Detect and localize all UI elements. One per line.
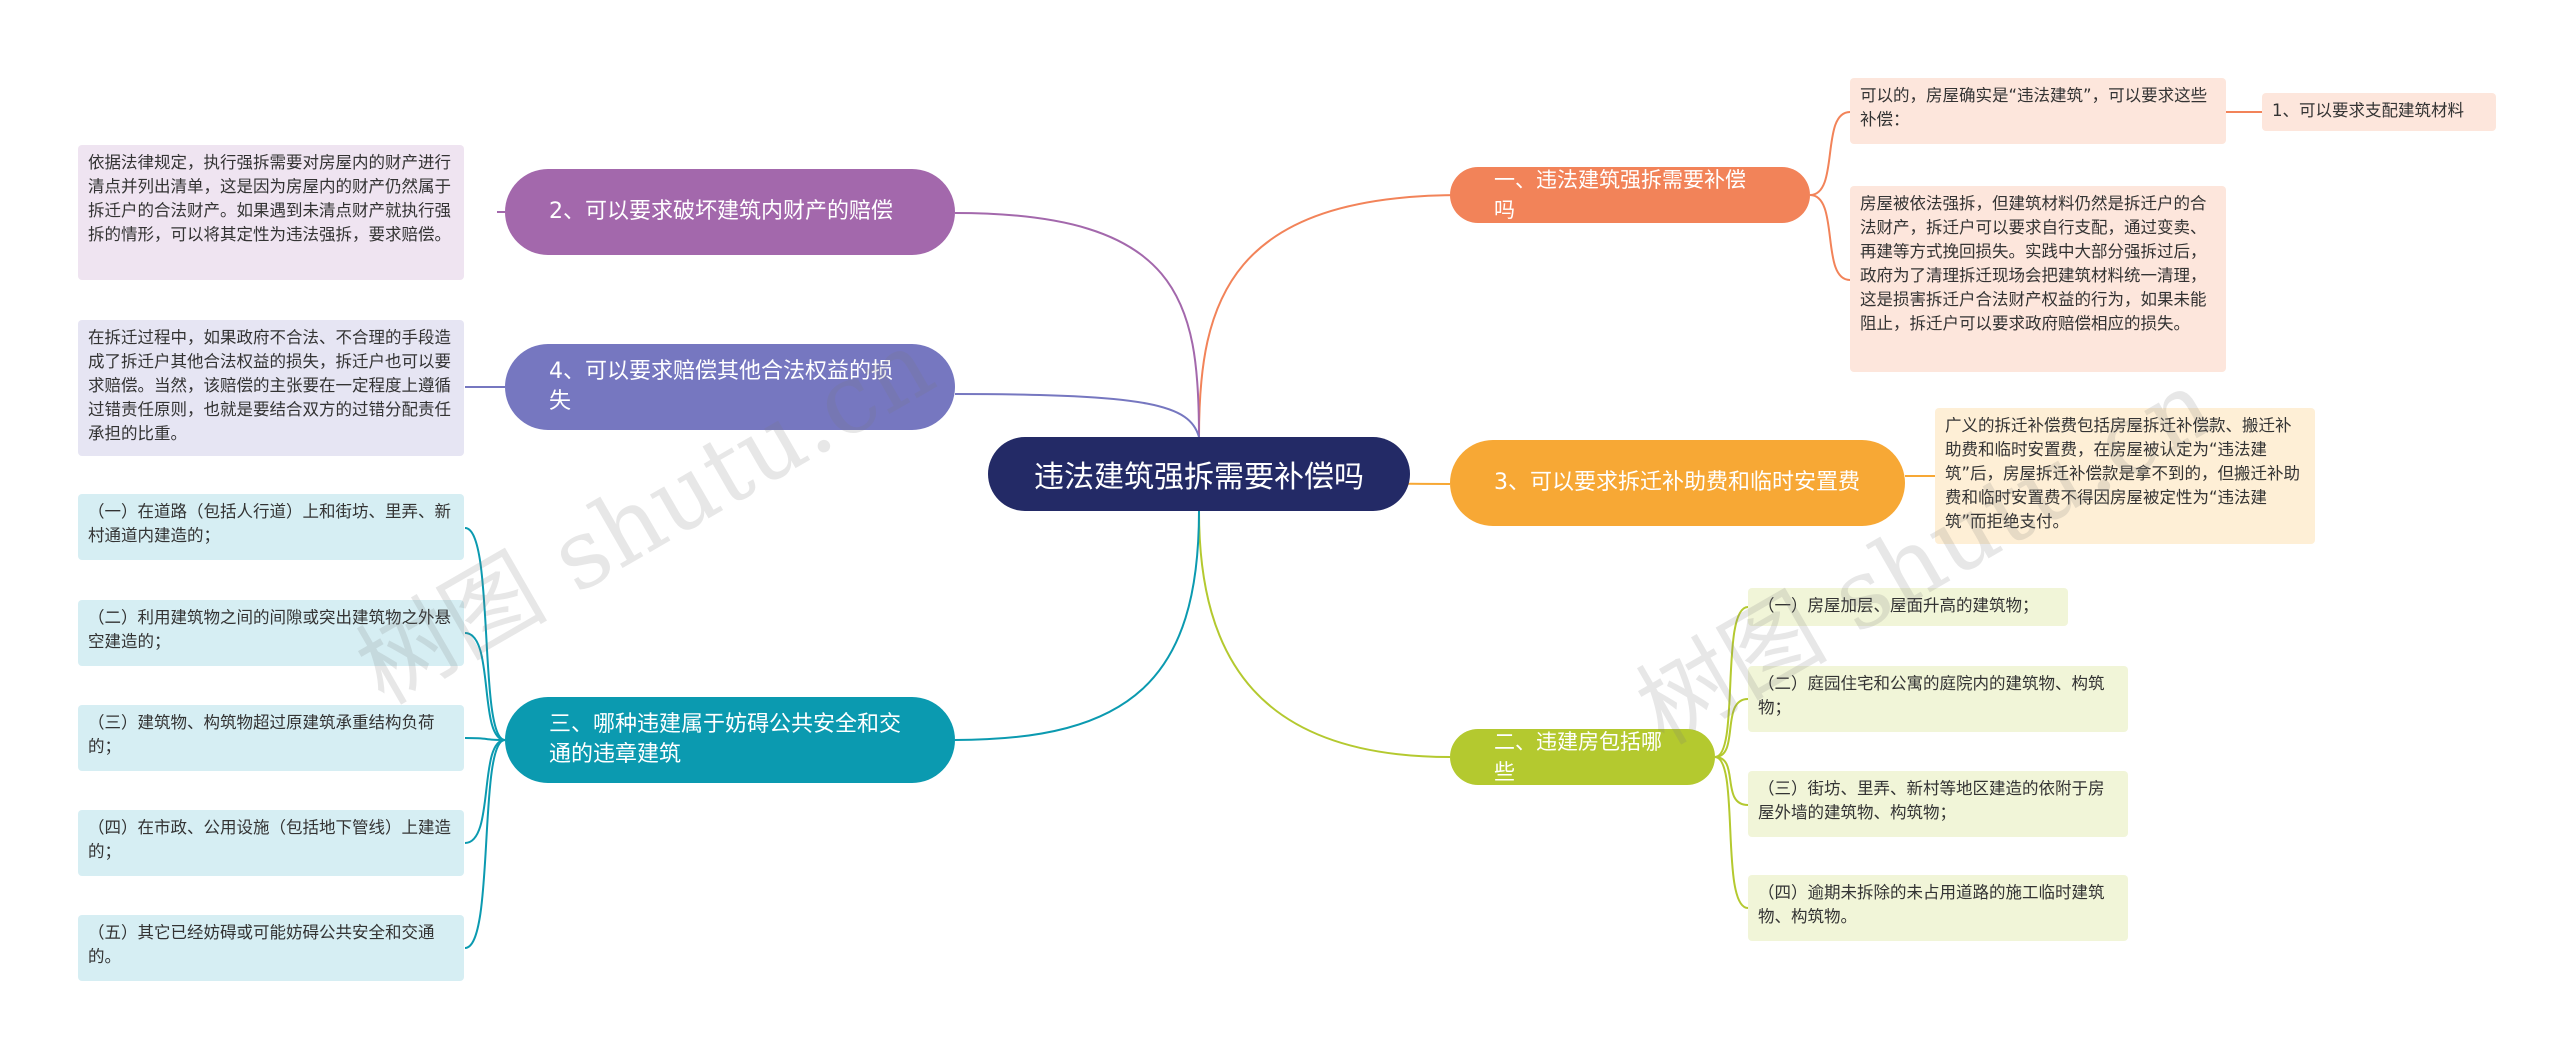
branch-illegal-building-types[interactable]: 二、违建房包括哪些	[1450, 729, 1715, 785]
list-item[interactable]: （四）逾期未拆除的未占用道路的施工临时建筑物、构筑物。	[1748, 875, 2128, 941]
branch-public-safety-buildings[interactable]: 三、哪种违建属于妨碍公共安全和交通的违章建筑	[505, 697, 955, 783]
leaf-property-inventory[interactable]: 依据法律规定，执行强拆需要对房屋内的财产进行清点并列出清单，这是因为房屋内的财产…	[78, 145, 464, 280]
list-item[interactable]: （四）在市政、公用设施（包括地下管线）上建造的；	[78, 810, 464, 876]
leaf-materials-detail[interactable]: 房屋被依法强拆，但建筑材料仍然是拆迁户的合法财产，拆迁户可以要求自行支配，通过变…	[1850, 186, 2226, 372]
branch-property-damage[interactable]: 2、可以要求破坏建筑内财产的赔偿	[505, 169, 955, 255]
list-item[interactable]: （三）街坊、里弄、新村等地区建造的依附于房屋外墙的建筑物、构筑物；	[1748, 771, 2128, 837]
leaf-compensation-yes[interactable]: 可以的，房屋确实是“违法建筑”，可以要求这些补偿：	[1850, 78, 2226, 144]
leaf-dispose-materials[interactable]: 1、可以要求支配建筑材料	[2262, 93, 2496, 131]
list-item[interactable]: （二）利用建筑物之间的间隙或突出建筑物之外悬空建造的；	[78, 600, 464, 666]
list-item[interactable]: （一）在道路（包括人行道）上和街坊、里弄、新村通道内建造的；	[78, 494, 464, 560]
list-item[interactable]: （五）其它已经妨碍或可能妨碍公共安全和交通的。	[78, 915, 464, 981]
leaf-relocation-fee-detail[interactable]: 广义的拆迁补偿费包括房屋拆迁补偿款、搬迁补助费和临时安置费，在房屋被认定为“违法…	[1935, 408, 2315, 544]
list-item[interactable]: （二）庭园住宅和公寓的庭院内的建筑物、构筑物；	[1748, 666, 2128, 732]
branch-relocation-fees[interactable]: 3、可以要求拆迁补助费和临时安置费	[1450, 440, 1905, 526]
list-item[interactable]: （一）房屋加层、屋面升高的建筑物；	[1748, 588, 2068, 626]
branch-illegal-building-compensation[interactable]: 一、违法建筑强拆需要补偿吗	[1450, 167, 1810, 223]
branch-other-rights[interactable]: 4、可以要求赔偿其他合法权益的损失	[505, 344, 955, 430]
leaf-other-rights-detail[interactable]: 在拆迁过程中，如果政府不合法、不合理的手段造成了拆迁户其他合法权益的损失，拆迁户…	[78, 320, 464, 456]
root-topic[interactable]: 违法建筑强拆需要补偿吗	[988, 437, 1410, 511]
list-item[interactable]: （三）建筑物、构筑物超过原建筑承重结构负荷的；	[78, 705, 464, 771]
